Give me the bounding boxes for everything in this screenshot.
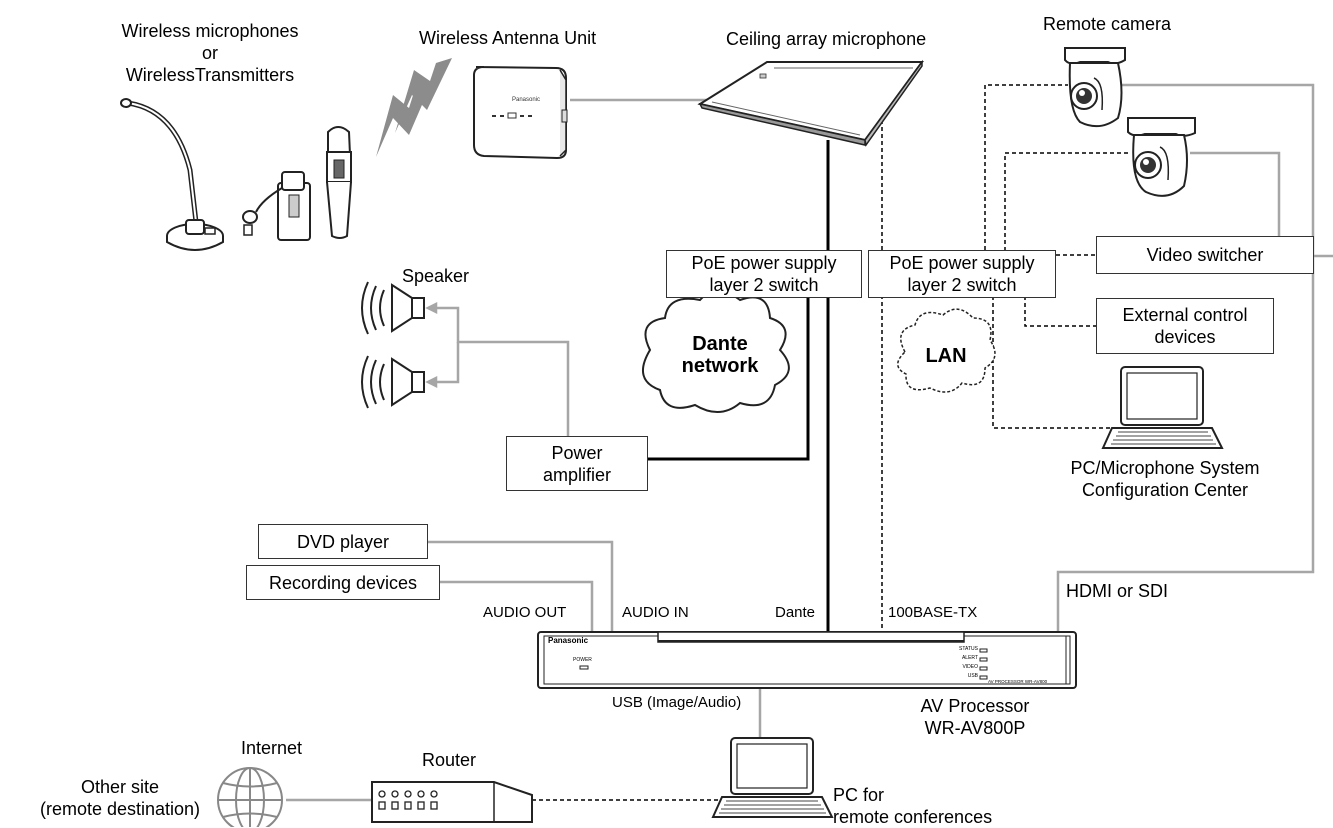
device-model-text: AV PROCESSOR WR-AV800 (988, 679, 1048, 684)
lan-cloud-icon (897, 308, 996, 393)
audio-in-label: AUDIO IN (622, 604, 689, 621)
hdmi-sdi-label: HDMI or SDI (1066, 581, 1169, 601)
other-site-label-line2: (remote destination) (39, 799, 201, 819)
lan-to-pc-config-line (992, 296, 1112, 429)
audio-out-label: AUDIO OUT (483, 604, 567, 621)
internet-label: Internet (241, 738, 303, 758)
svg-text:Panasonic: Panasonic (512, 97, 540, 103)
bodypack-transmitter-icon (242, 171, 311, 241)
remote-camera-label: Remote camera (1043, 14, 1172, 34)
base-tx-label: 100BASE-TX (888, 604, 978, 621)
pc-config-label: PC/Microphone System Configuration Cente… (1030, 457, 1300, 501)
wireless-mics-label-line3: WirelessTransmitters (125, 65, 295, 85)
speaker-label: Speaker (402, 266, 470, 286)
internet-globe-icon (217, 767, 283, 827)
device-video-text: VIDEO (962, 664, 978, 670)
remote-camera-1-icon (1064, 47, 1126, 128)
recording-devices-text: Recording devices (268, 572, 418, 593)
dante-network-line2: network (681, 355, 759, 377)
remote-camera-2-icon (1127, 117, 1196, 197)
antenna-unit-label: Wireless Antenna Unit (419, 28, 597, 48)
av-processor-label-line1: AV Processor (920, 696, 1030, 716)
dvd-player-text: DVD player (296, 531, 390, 552)
antenna-unit-icon: Panasonic (473, 66, 568, 160)
pc-remote-label-line2: remote conferences (833, 807, 993, 827)
handheld-mic-icon (326, 126, 352, 239)
device-usb-text: USB (967, 673, 978, 679)
av-processor-label-line2: WR-AV800P (924, 718, 1026, 738)
usb-label: USB (Image/Audio) (612, 694, 742, 711)
recording-devices-box: Recording devices (246, 565, 440, 600)
camera2-to-switcher-line (1190, 151, 1281, 236)
external-control-line1: External control (1122, 305, 1248, 325)
power-amplifier-box: Power amplifier (506, 436, 648, 491)
speaker-2-icon (361, 355, 425, 409)
amp-to-speaker1-line (428, 306, 570, 436)
other-site-label: Other site (remote destination) (20, 776, 220, 820)
av-processor-device (537, 631, 1077, 689)
lan-label: LAN (925, 345, 967, 367)
other-site-label-line1: Other site (80, 777, 160, 797)
poe-switch-left-box: PoE power supply layer 2 switch (666, 250, 862, 298)
device-alert-text: ALERT (961, 655, 978, 661)
gooseneck-mic-icon (120, 98, 224, 251)
pc-config-label-line1: PC/Microphone System (1070, 458, 1260, 478)
power-amplifier-line1: Power (551, 442, 603, 463)
external-control-box: External control devices (1096, 298, 1274, 354)
pc-config-label-line2: Configuration Center (1081, 480, 1249, 500)
poe-switch-left-line1: PoE power supply (691, 253, 837, 273)
lan-to-camera1-line (984, 84, 1068, 250)
poe-switch-left-line2: layer 2 switch (709, 275, 819, 295)
amp-to-speaker2-line (428, 342, 460, 384)
pc-remote-laptop-icon (711, 737, 834, 818)
router-device-icon (371, 781, 533, 823)
dante-port-label: Dante (775, 604, 816, 621)
wireless-mics-label-line1: Wireless microphones (121, 21, 299, 41)
recording-audio-out-line (440, 580, 594, 632)
wireless-signal-icon (376, 58, 452, 157)
device-power-text: POWER (573, 657, 592, 663)
video-switcher-box: Video switcher (1096, 236, 1314, 274)
poe-switch-right-line1: PoE power supply (889, 253, 1035, 273)
lan-to-camera2-line (1004, 152, 1130, 272)
device-status-text: STATUS (959, 646, 978, 652)
speaker-1-icon (361, 281, 425, 335)
external-control-line2: devices (1154, 327, 1216, 347)
ceiling-mic-label: Ceiling array microphone (726, 29, 927, 49)
dante-network-line1: Dante (692, 333, 748, 355)
pc-config-laptop-icon (1101, 366, 1224, 449)
device-brand-text: Panasonic (548, 636, 589, 645)
dvd-audio-in-line (428, 540, 614, 632)
dante-cloud-icon (641, 290, 790, 413)
pc-remote-label-line1: PC for (833, 785, 885, 805)
wireless-mics-label-line2: or (201, 43, 218, 63)
hdmi-sdi-line-1 (1056, 83, 1315, 632)
av-processor-label: AV Processor WR-AV800P (900, 695, 1050, 739)
pc-remote-label: PC for remote conferences (833, 784, 992, 828)
poe-switch-right-line2: layer 2 switch (907, 275, 1017, 295)
wireless-mics-label: Wireless microphones or WirelessTransmit… (100, 20, 320, 86)
router-label: Router (422, 750, 477, 770)
dante-network-label: Dante network (670, 333, 770, 377)
dante-to-amp-line (648, 296, 810, 461)
ceiling-mic-icon (697, 59, 924, 147)
poe-switch-right-box: PoE power supply layer 2 switch (868, 250, 1056, 298)
lan-to-external-line (1024, 296, 1096, 327)
dvd-player-box: DVD player (258, 524, 428, 559)
power-amplifier-line2: amplifier (542, 464, 612, 485)
video-switcher-text: Video switcher (1146, 245, 1264, 265)
